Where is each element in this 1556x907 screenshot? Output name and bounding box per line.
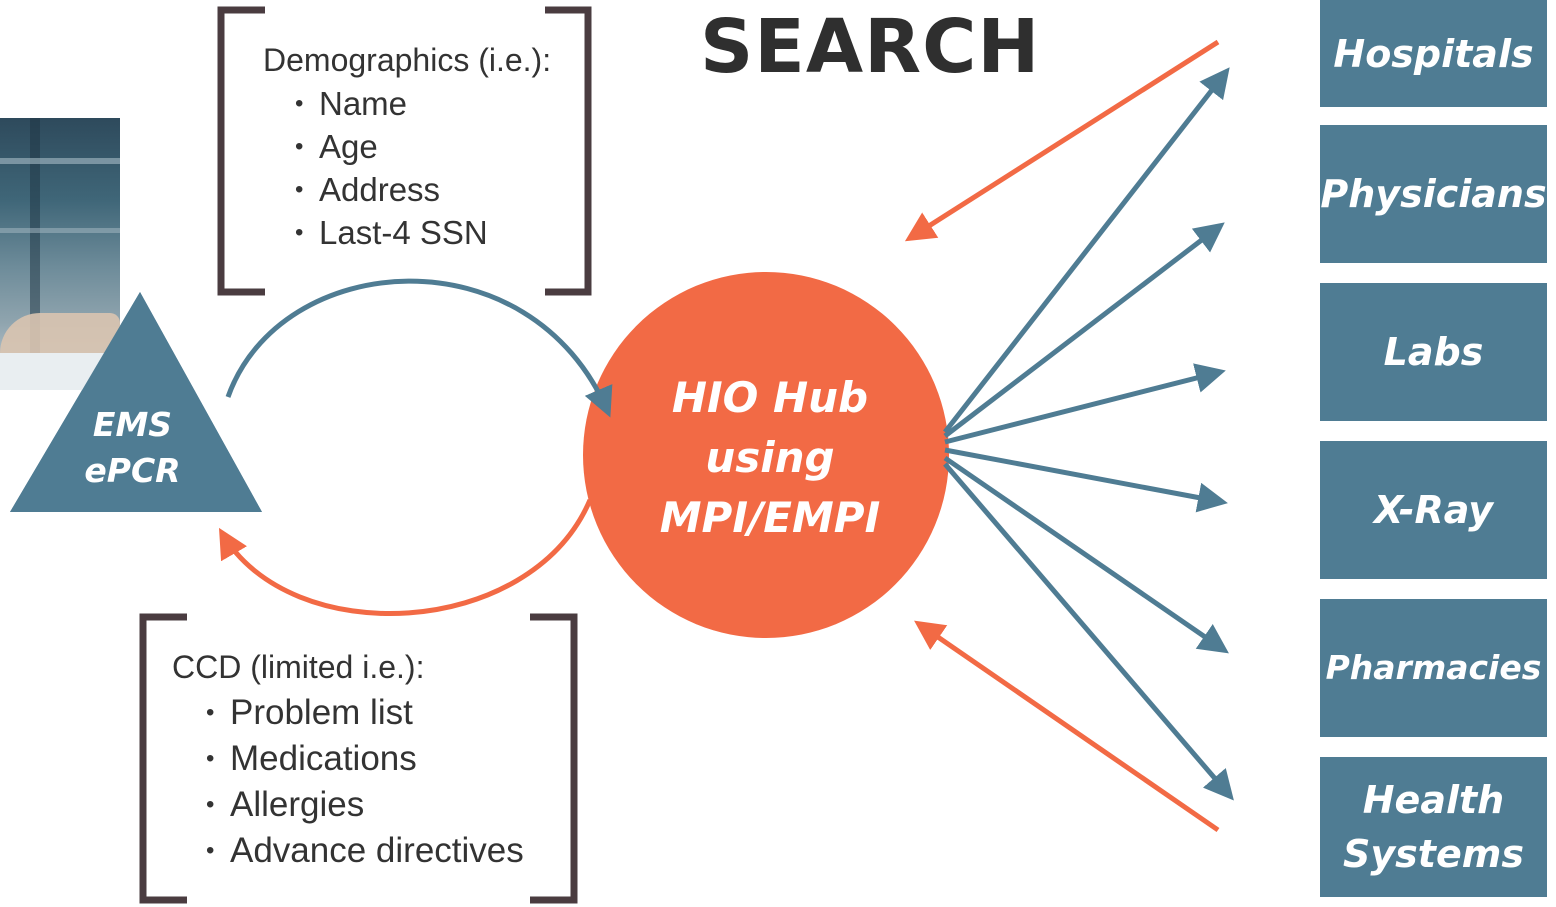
ems-label-line1: EMS (92, 405, 173, 444)
ems-epcr-label: EMS ePCR (60, 402, 205, 494)
destination-label: Pharmacies (1325, 648, 1542, 687)
arrow-to-labs (944, 363, 1226, 445)
hub-label: HIO Hub using MPI/EMPI (600, 368, 940, 548)
arrow-to-pharmacies (943, 455, 1229, 654)
destination-label: Labs (1383, 330, 1484, 374)
destination-health-systems: Health Systems (1320, 757, 1547, 897)
ccd-item: Problem list (202, 690, 524, 736)
hio-hub-circle (583, 272, 949, 638)
demographics-heading: Demographics (i.e.): (263, 42, 552, 78)
query-arrow (225, 278, 613, 418)
demographics-item: Name (291, 82, 551, 125)
ems-triangle-overlay (10, 292, 262, 512)
destination-label: Hospitals (1333, 31, 1534, 76)
response-arrow (218, 499, 593, 616)
fan-out-arrows (943, 67, 1234, 801)
demographics-list: Demographics (i.e.): Name Age Address La… (263, 38, 551, 254)
ccd-heading: CCD (limited i.e.): (172, 649, 425, 685)
hub-label-line2: using (705, 433, 835, 482)
demographics-item: Address (291, 168, 551, 211)
return-arrow-top (904, 39, 1220, 242)
destination-hospitals: Hospitals (1320, 0, 1547, 107)
ccd-item: Allergies (202, 782, 524, 828)
diagram-title: SEARCH (700, 4, 1041, 90)
demographics-item: Age (291, 125, 551, 168)
destination-label: Physicians (1320, 172, 1547, 216)
demographics-item: Last-4 SSN (291, 211, 551, 254)
arrow-to-health-systems (943, 462, 1234, 801)
ccd-item: Advance directives (202, 828, 524, 874)
arrow-to-hospitals (943, 67, 1230, 434)
ccd-item: Medications (202, 736, 524, 782)
arrow-to-xray (944, 447, 1228, 513)
demographics-bracket (217, 6, 592, 296)
destination-labs: Labs (1320, 283, 1547, 421)
destination-label: Health Systems (1343, 778, 1524, 876)
hub-label-line3: MPI/EMPI (659, 493, 881, 542)
ccd-bracket (139, 613, 578, 904)
hub-label-line1: HIO Hub (671, 373, 869, 422)
destination-physicians: Physicians (1320, 125, 1547, 263)
destination-pharmacies: Pharmacies (1320, 599, 1547, 737)
ccd-list: CCD (limited i.e.): Problem list Medicat… (172, 644, 524, 874)
arrow-to-physicians (943, 222, 1225, 438)
return-arrow-bottom (914, 620, 1220, 833)
destination-xray: X-Ray (1320, 441, 1547, 579)
destination-label: X-Ray (1373, 488, 1494, 532)
ems-label-line2: ePCR (84, 451, 181, 490)
